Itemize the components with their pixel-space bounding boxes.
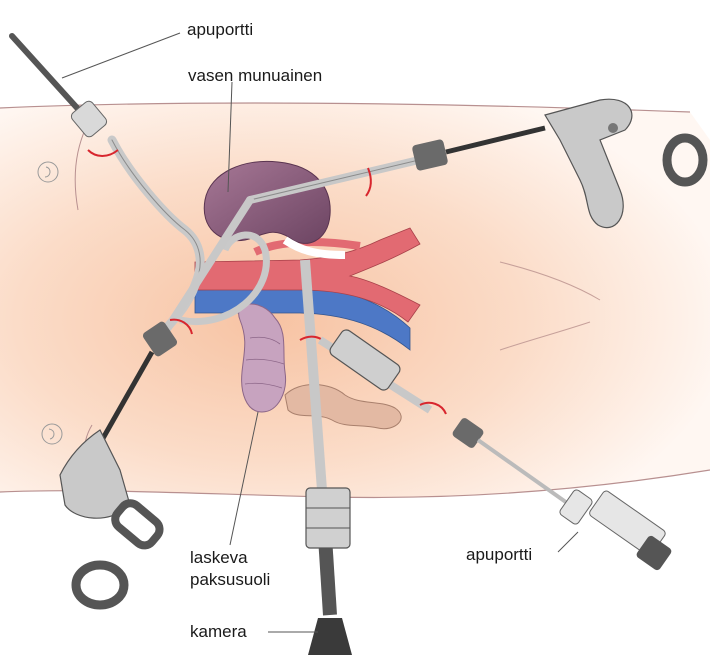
label-accessory-port-top: apuportti (187, 20, 253, 40)
label-accessory-port-bottom: apuportti (466, 545, 532, 565)
label-camera: kamera (190, 622, 247, 642)
label-descending-colon-line2: paksusuoli (190, 570, 270, 590)
label-left-kidney: vasen munuainen (188, 66, 322, 86)
label-descending-colon-line1: laskeva (190, 548, 248, 568)
camera-head (308, 618, 352, 655)
